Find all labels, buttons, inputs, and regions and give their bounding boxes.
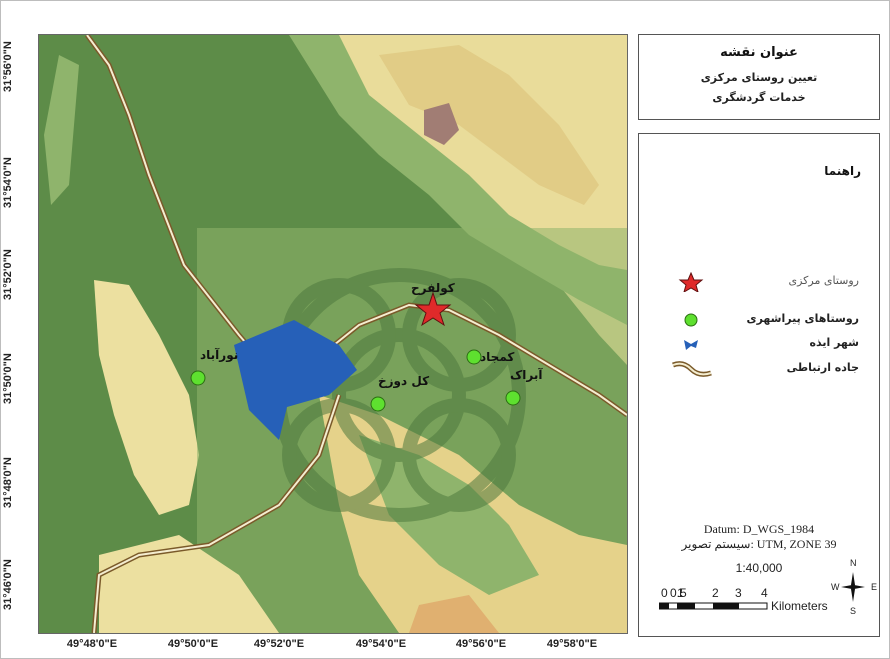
legend-label-city: شهر ایذه [809,336,860,349]
datum-text: Datum: D_WGS_1984 [703,522,815,536]
terrain-orange-patch [409,595,499,633]
lon-label-1: 49°48'0"E [66,638,118,650]
village-abrak [505,390,521,406]
roads [84,35,627,633]
village-label-kamjad: کمجاد [480,350,515,364]
map-title-line2: خدمات گردشگری [712,91,806,104]
terrain-west-strip [44,55,79,205]
terrain-west-ridge [94,280,199,515]
scalebar-tick-2: 2 [712,586,719,600]
lon-label-3: 49°52'0"E [253,638,305,650]
scalebar-tick-1: 1 [677,586,684,600]
legend-label-central-village: روستای مرکزی [788,274,860,287]
lon-label-4: 49°54'0"E [355,638,407,650]
compass-n: N [850,558,857,568]
road-icon [672,361,712,377]
village-label-noorabad: نورآباد [200,348,239,362]
lat-label-6: 31°46'0"N [2,559,14,610]
scalebar [659,602,768,610]
village-label-koldozakh: کل دوزخ [378,374,430,388]
map-title-line1: تعیین روستای مرکزی [700,71,818,84]
projection-text: سیستم تصویر: UTM, ZONE 39 [681,537,837,551]
scalebar-tick-4: 4 [761,586,768,600]
north-arrow-icon [841,572,865,602]
lon-label-5: 49°56'0"E [455,638,507,650]
map-title-heading: عنوان نقشه [720,45,798,60]
village-noorabad [190,370,206,386]
compass-s: S [850,606,857,616]
scalebar-tick-0: 0 [661,586,668,600]
title-box: عنوان نقشه تعیین روستای مرکزی خدمات گردش… [638,34,880,120]
map-panel[interactable] [38,34,628,634]
scalebar-tick-3: 3 [735,586,742,600]
legend-label-road: جاده ارتباطی [786,361,859,374]
city-izeh-polygon [234,320,357,440]
legend-item-villages: روستاهای پیراشهری [659,310,859,330]
lat-label-4: 31°50'0"N [2,353,14,404]
terrain-south-green [359,435,539,595]
lat-label-5: 31°48'0"N [2,457,14,508]
legend-box: راهنما روستای مرکزی روستاهای پیراشهری شه… [638,133,880,637]
lat-label-1: 31°56'0"N [2,41,14,92]
legend-item-road: جاده ارتباطی [659,359,859,379]
village-kamjad [466,349,482,365]
legend-label-villages: روستاهای پیراشهری [746,312,859,325]
scalebar-unit: Kilometers [771,599,828,613]
lat-label-3: 31°52'0"N [2,249,14,300]
scale-ratio: 1:40,000 [735,561,783,575]
star-icon [678,272,704,292]
circle-icon [684,313,698,327]
legend-heading: راهنما [824,164,861,178]
central-village-star [414,291,452,327]
legend-item-city: شهر ایذه [659,334,859,354]
village-koldozakh [370,396,386,412]
compass-w: W [831,582,840,592]
terrain-map [39,35,627,633]
legend-item-central-village: روستای مرکزی [659,272,859,292]
polygon-icon [684,340,698,350]
terrain-yellow-peak [379,45,599,205]
terrain-peak-mauve [424,103,459,145]
scalebar-tick-05: 0.5 [670,586,687,600]
village-label-abrak: آبراک [510,368,543,382]
compass-e: E [871,582,878,592]
central-village-label: کولفرح [411,281,455,295]
lon-label-2: 49°50'0"E [167,638,219,650]
lat-label-2: 31°54'0"N [2,157,14,208]
terrain-southwest-yellow [99,535,279,633]
lon-label-6: 49°58'0"E [546,638,598,650]
